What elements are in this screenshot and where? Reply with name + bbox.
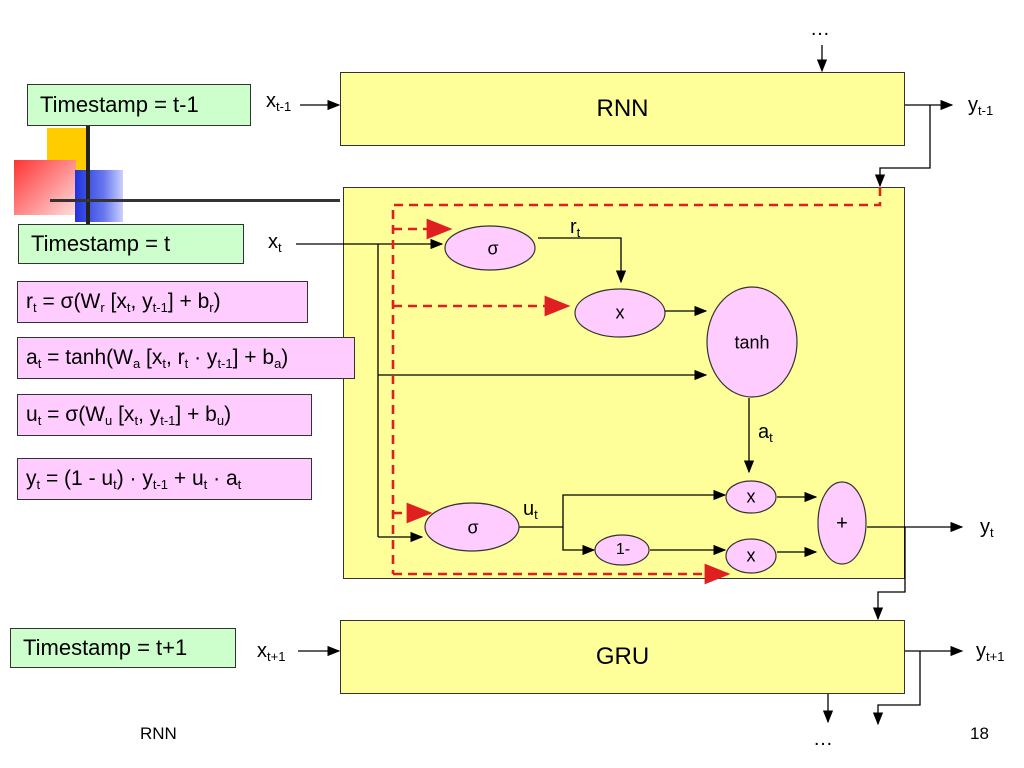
sigma-u-node: [424, 502, 520, 552]
x-cur-label: xt: [268, 231, 282, 255]
mult-r-label: x: [615, 302, 625, 323]
mult-r-node: [574, 288, 666, 338]
deco-horizontal-bar: [50, 199, 340, 202]
plus-node: [817, 481, 867, 565]
timestamp-next-box: Timestamp = t+1: [10, 628, 236, 668]
equation-r: rt = σ(Wr [xt, yt-1] + br): [17, 281, 308, 323]
y-cur-label: yt: [980, 516, 994, 540]
gru-block-next: GRU: [340, 620, 905, 694]
signal-r-label: rt: [570, 216, 581, 240]
mult-y-node: [725, 538, 777, 574]
sigma-r-label: σ: [487, 238, 499, 259]
x-prev-label: xt-1: [266, 90, 292, 114]
sigma-r-node: [444, 225, 536, 271]
page-number: 18: [970, 724, 989, 743]
timestamp-cur-box: Timestamp = t: [18, 224, 244, 264]
mult-a-label: x: [746, 486, 756, 507]
deco-blue-square: [75, 170, 123, 222]
mult-y-label: x: [746, 545, 756, 566]
mult-a-node: [725, 480, 777, 514]
deco-vertical-bar: [86, 125, 90, 225]
timestamp-prev-box: Timestamp = t-1: [27, 84, 251, 126]
y-next-label: yt+1: [976, 640, 1005, 664]
rnn-block-prev: RNN: [340, 72, 905, 146]
y-prev-label: yt-1: [968, 94, 994, 118]
bottom-ellipsis: …: [813, 728, 833, 750]
equation-a: at = tanh(Wa [xt, rt · yt-1] + ba): [17, 337, 355, 379]
one-minus-node: [594, 534, 650, 566]
signal-u-label: ut: [523, 498, 538, 522]
footer-left-text: RNN: [140, 724, 177, 743]
tanh-node: [706, 286, 798, 398]
signal-a-label: at: [758, 421, 773, 445]
timestamp-next-text: Timestamp = t+1: [23, 635, 188, 660]
plus-label: +: [836, 512, 848, 535]
timestamp-cur-text: Timestamp = t: [31, 231, 171, 256]
equation-y: yt = (1 - ut) · yt-1 + ut · at: [17, 458, 312, 500]
tanh-label: tanh: [734, 332, 770, 353]
top-ellipsis: …: [810, 18, 830, 40]
gru-block-next-label: GRU: [595, 643, 650, 670]
equation-u: ut = σ(Wu [xt, yt-1] + bu): [17, 394, 312, 436]
rnn-block-prev-label: RNN: [596, 95, 649, 122]
sigma-u-label: σ: [467, 517, 479, 538]
timestamp-prev-text: Timestamp = t-1: [40, 92, 199, 117]
x-next-label: xt+1: [257, 640, 286, 664]
one-minus-label: 1-: [615, 541, 631, 558]
deco-red-square: [14, 160, 76, 215]
